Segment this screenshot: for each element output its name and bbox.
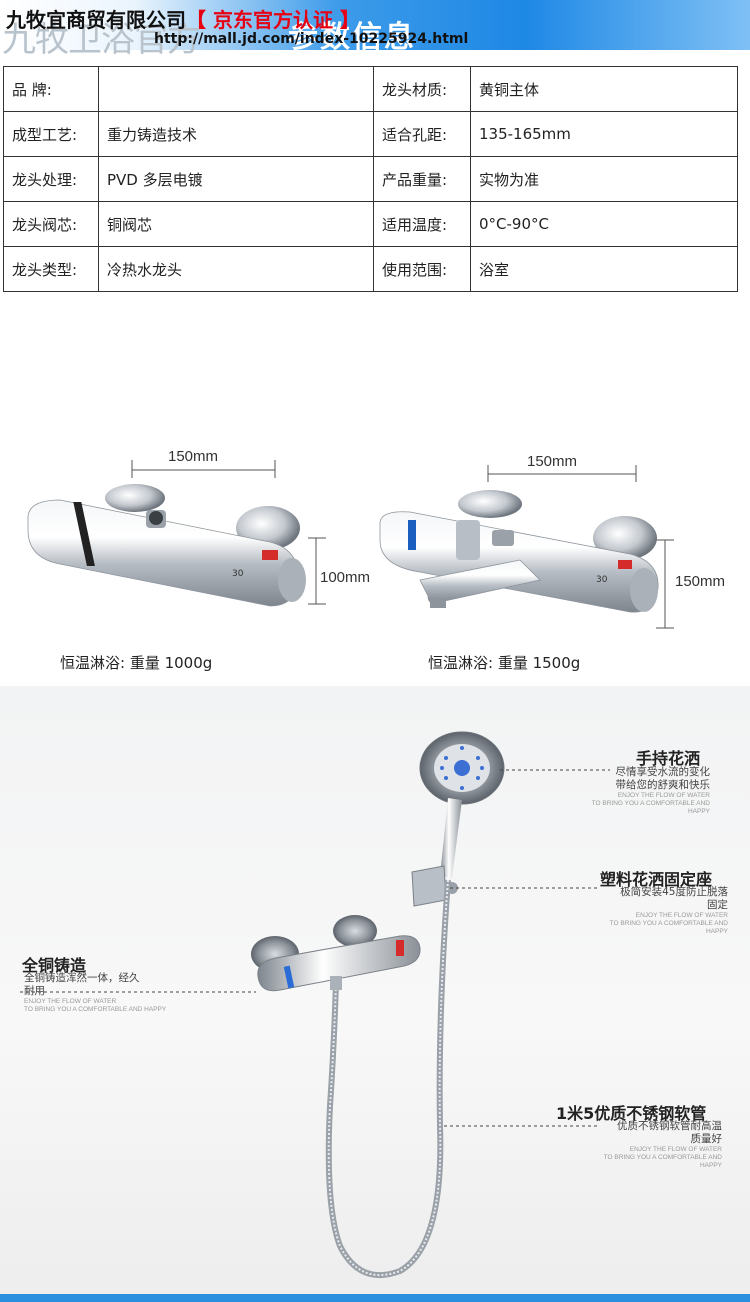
spec-key: 适合孔距:: [373, 111, 471, 157]
spec-value: 实物为准: [470, 156, 738, 202]
callout-description: 全铜铸造浑然一体，经久 耐用: [24, 972, 164, 998]
width-dimension-line: [131, 460, 276, 478]
spec-table: 品 牌: 龙头材质: 黄铜主体 成型工艺: 重力铸造技术 适合孔距: 135-1…: [3, 66, 738, 292]
section-title: 参数信息: [288, 20, 416, 55]
width-dimension-line: [487, 465, 637, 482]
spec-value: 黄铜主体: [470, 66, 738, 112]
footer-strip: [0, 1294, 750, 1302]
callout-line: 尽情享受水流的变化: [615, 766, 711, 778]
callout-english: ENJOY THE FLOW OF WATER TO BRING YOU A C…: [588, 912, 728, 936]
callout-line: ENJOY THE FLOW OF WATER: [635, 912, 728, 919]
callout-line: ENJOY THE FLOW OF WATER: [24, 998, 117, 1005]
callout-description: 极简安装45度防止脱落 固定: [608, 886, 728, 912]
callout-line: TO BRING YOU A COMFORTABLE AND HAPPY: [591, 800, 710, 815]
callout-line: 优质不锈钢软管耐高温: [617, 1120, 722, 1132]
shop-url[interactable]: http://mall.jd.com/index-10225924.html: [154, 31, 469, 47]
callout-title: 1米5优质不锈钢软管: [556, 1104, 707, 1123]
callout-line: 固定: [707, 899, 728, 911]
spec-value: [98, 66, 374, 112]
page-header: 九牧卫浴官方 参数信息 九牧宜商贸有限公司【 京东官方认证 】 http://m…: [0, 0, 750, 60]
table-row: 龙头类型: 冷热水龙头 使用范围: 浴室: [3, 246, 738, 292]
callout-line: 带给您的舒爽和快乐: [615, 779, 711, 791]
product-caption: 恒温淋浴: 重量 1000g: [60, 654, 213, 672]
height-label: 150mm: [675, 573, 726, 590]
product-caption: 恒温淋浴: 重量 1500g: [428, 654, 581, 672]
table-row: 成型工艺: 重力铸造技术 适合孔距: 135-165mm: [3, 111, 738, 157]
dial-number: 30: [596, 575, 608, 585]
spec-value: 冷热水龙头: [98, 246, 374, 292]
spec-value: PVD 多层电镀: [98, 156, 374, 202]
shop-name: 九牧宜商贸有限公司: [6, 8, 186, 32]
spec-key: 龙头材质:: [373, 66, 471, 112]
shop-line: 九牧宜商贸有限公司【 京东官方认证 】: [6, 4, 360, 33]
table-row: 品 牌: 龙头材质: 黄铜主体: [3, 66, 738, 112]
height-dimension-line: [308, 537, 326, 605]
callout-english: ENJOY THE FLOW OF WATER TO BRING YOU A C…: [570, 792, 710, 816]
height-dimension-line: [656, 539, 674, 629]
table-row: 龙头阀芯: 铜阀芯 适用温度: 0°C-90°C: [3, 201, 738, 247]
spec-key: 使用范围:: [373, 246, 471, 292]
spec-value: 0°C-90°C: [470, 201, 738, 247]
callout-line: 耐用: [24, 985, 45, 997]
width-label: 150mm: [527, 453, 578, 470]
spec-key: 产品重量:: [373, 156, 471, 202]
callout-title: 手持花洒: [636, 749, 701, 768]
section-banner: [0, 0, 750, 50]
spec-value: 重力铸造技术: [98, 111, 374, 157]
callout-description: 尽情享受水流的变化 带给您的舒爽和快乐: [608, 766, 711, 792]
dial-number: 30: [232, 569, 244, 579]
spec-key: 成型工艺:: [3, 111, 99, 157]
callout-line: TO BRING YOU A COMFORTABLE AND HAPPY: [603, 1154, 722, 1169]
shower-set-photo: [0, 686, 750, 1302]
spec-key: 龙头类型:: [3, 246, 99, 292]
spec-key: 龙头处理:: [3, 156, 99, 202]
callout-leaders: [20, 769, 610, 1127]
bath-faucet-image: 30: [379, 490, 659, 613]
callout-description: 优质不锈钢软管耐高温 质量好: [600, 1120, 722, 1146]
shower-head-image: [419, 731, 505, 878]
spec-value: 铜阀芯: [98, 201, 374, 247]
watermark-text: 九牧卫浴官方: [2, 20, 201, 60]
thermostatic-faucet-image: 30: [27, 484, 306, 607]
thermostatic-valve-image: [251, 915, 421, 992]
spec-key: 龙头阀芯:: [3, 201, 99, 247]
width-label: 150mm: [168, 448, 219, 465]
callout-line: 极简安装45度防止脱落: [620, 886, 728, 898]
callout-english: ENJOY THE FLOW OF WATER TO BRING YOU A C…: [24, 998, 174, 1014]
callout-line: 质量好: [690, 1133, 723, 1145]
callout-english: ENJOY THE FLOW OF WATER TO BRING YOU A C…: [580, 1146, 722, 1170]
spec-key: 品 牌:: [3, 66, 99, 112]
table-row: 龙头处理: PVD 多层电镀 产品重量: 实物为准: [3, 156, 738, 202]
callout-line: ENJOY THE FLOW OF WATER: [617, 792, 710, 799]
spec-value: 135-165mm: [470, 111, 738, 157]
spec-value: 浴室: [470, 246, 738, 292]
callout-title: 全铜铸造: [22, 956, 87, 975]
height-label: 100mm: [320, 569, 371, 586]
callout-line: TO BRING YOU A COMFORTABLE AND HAPPY: [24, 1006, 167, 1013]
callout-line: ENJOY THE FLOW OF WATER: [629, 1146, 722, 1153]
callout-line: TO BRING YOU A COMFORTABLE AND HAPPY: [609, 920, 728, 935]
shower-set-illustration: [20, 731, 610, 1278]
callout-title: 塑料花洒固定座: [600, 870, 713, 889]
certification-badge: 【 京东官方认证 】: [186, 8, 360, 32]
callout-line: 全铜铸造浑然一体，经久: [24, 972, 140, 984]
spec-key: 适用温度:: [373, 201, 471, 247]
dimension-figures: 30 30: [27, 460, 674, 629]
